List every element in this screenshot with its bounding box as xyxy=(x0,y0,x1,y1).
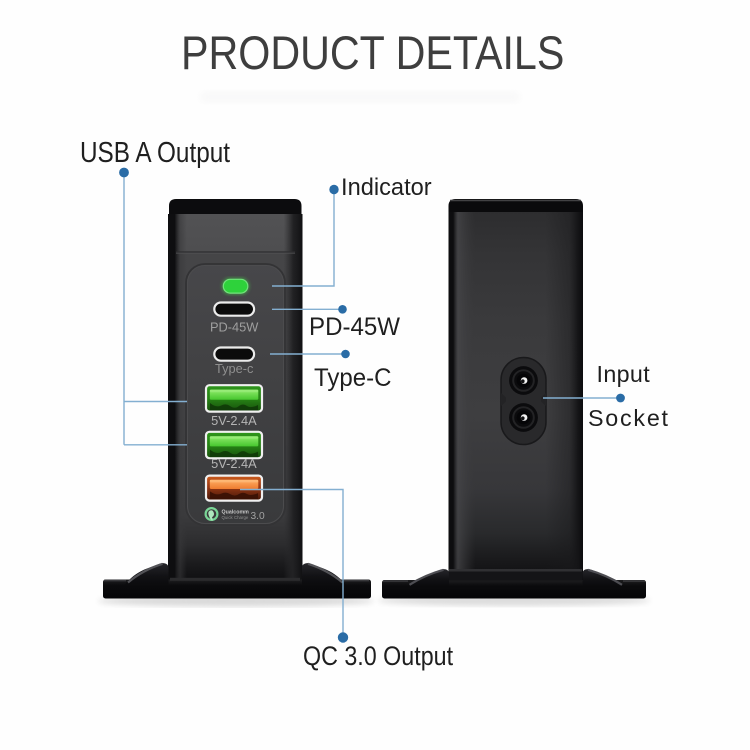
svg-text:5V-2.4A: 5V-2.4A xyxy=(211,413,257,428)
svg-text:PD-45W: PD-45W xyxy=(210,319,259,334)
svg-text:3.0: 3.0 xyxy=(251,511,265,522)
svg-text:Quick Charge: Quick Charge xyxy=(222,515,249,520)
svg-text:5V-2.4A: 5V-2.4A xyxy=(211,456,257,471)
svg-text:Type-c: Type-c xyxy=(215,361,254,376)
svg-text:Qualcomm: Qualcomm xyxy=(222,510,250,516)
